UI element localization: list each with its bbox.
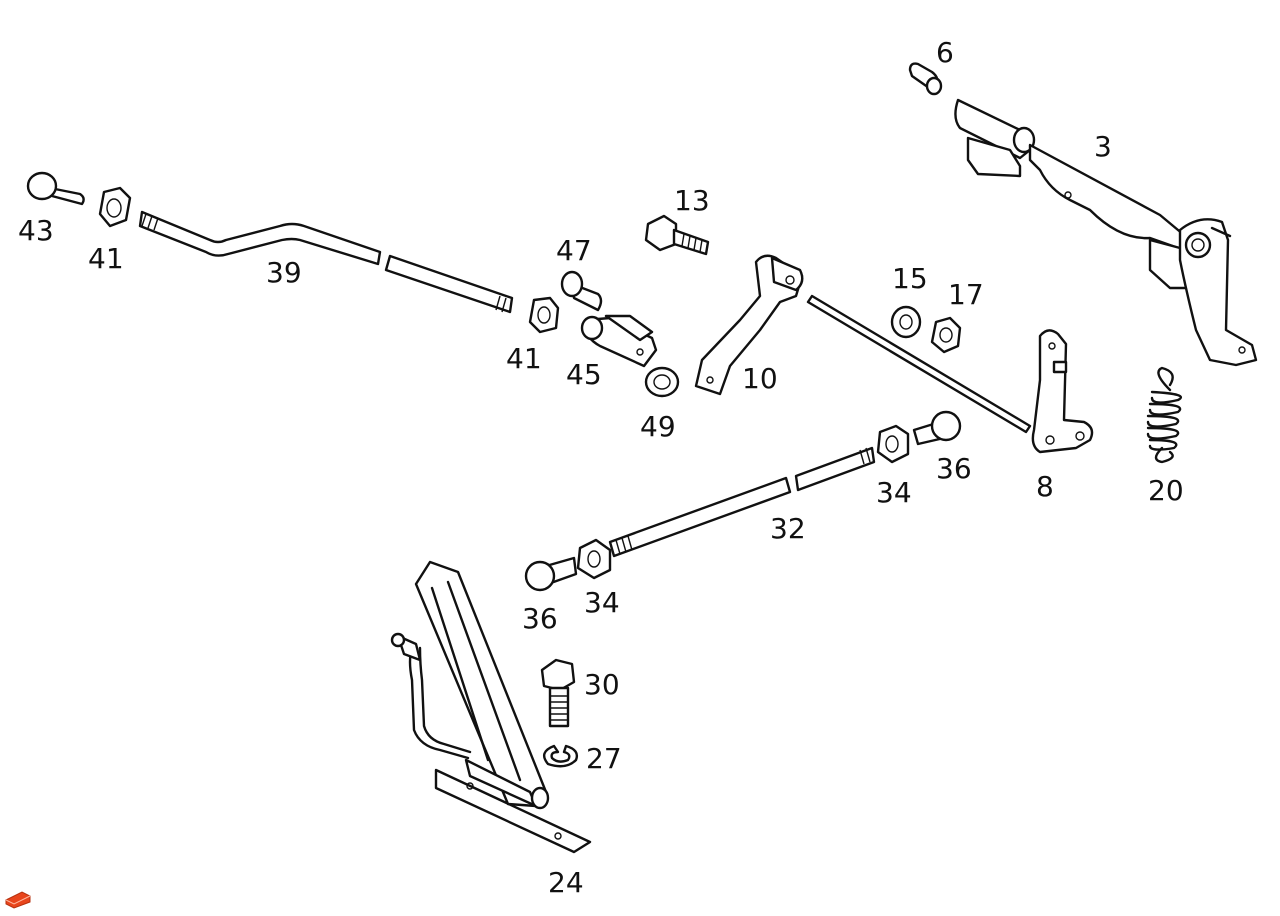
label-32: 32 <box>770 512 806 545</box>
label-30: 30 <box>584 668 620 701</box>
part-10-lever <box>694 254 804 396</box>
label-34-right: 34 <box>876 476 912 509</box>
part-34-nut-right <box>876 424 910 464</box>
brand-logo <box>5 891 31 909</box>
label-8: 8 <box>1036 470 1054 503</box>
part-39-rod <box>138 210 514 314</box>
part-41-nut-left <box>98 186 132 228</box>
label-45: 45 <box>566 358 602 391</box>
part-24-pedal <box>390 560 592 854</box>
part-3-bracket <box>954 98 1258 367</box>
label-6: 6 <box>936 36 954 69</box>
label-27: 27 <box>586 742 622 775</box>
label-41-left: 41 <box>88 242 124 275</box>
label-43: 43 <box>18 214 54 247</box>
part-47-pin <box>560 270 603 312</box>
part-32-rod <box>608 446 876 558</box>
label-17: 17 <box>948 278 984 311</box>
part-49-washer <box>644 366 680 398</box>
part-30-bolt <box>540 658 576 728</box>
part-43-ball-end <box>26 171 85 206</box>
part-8-plate <box>1031 329 1094 454</box>
label-34-left: 34 <box>584 586 620 619</box>
part-45-clevis <box>580 314 658 368</box>
part-17-nut <box>930 316 962 354</box>
label-13: 13 <box>674 184 710 217</box>
part-13-bolt <box>644 214 710 256</box>
label-24: 24 <box>548 866 584 899</box>
part-6-bushing <box>908 62 943 96</box>
label-3: 3 <box>1094 130 1112 163</box>
part-34-nut-left <box>576 538 612 580</box>
label-41-right: 41 <box>506 342 542 375</box>
label-15: 15 <box>892 262 928 295</box>
part-41-nut-right <box>528 296 560 334</box>
connecting-rod <box>806 294 1032 434</box>
part-15-washer <box>890 305 922 339</box>
part-27-lock-washer <box>542 744 579 768</box>
label-39: 39 <box>266 256 302 289</box>
label-49: 49 <box>640 410 676 443</box>
label-10: 10 <box>742 362 778 395</box>
part-36-ball-end-left <box>524 556 578 592</box>
part-36-ball-end-right <box>912 410 962 446</box>
label-36-left: 36 <box>522 602 558 635</box>
part-labels: 6 3 43 41 39 13 47 15 17 41 45 10 49 36 … <box>18 36 1184 899</box>
label-20: 20 <box>1148 474 1184 507</box>
label-36-right: 36 <box>936 452 972 485</box>
part-20-spring <box>1146 366 1183 464</box>
label-47: 47 <box>556 234 592 267</box>
